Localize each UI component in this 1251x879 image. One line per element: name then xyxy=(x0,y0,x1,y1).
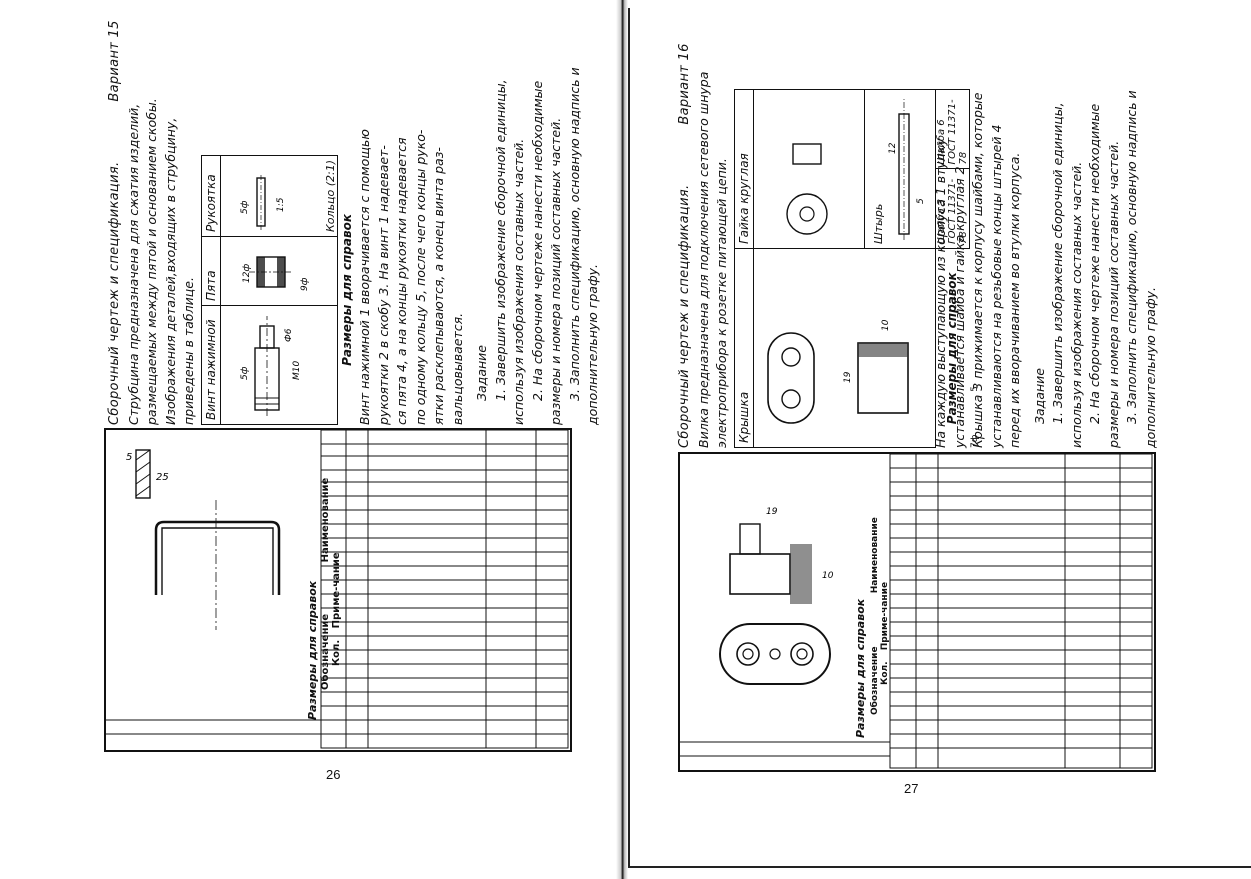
left-text-block: Сборочный чертеж и спецификация.Вариант … xyxy=(106,20,356,425)
right-desc-block: На каждую выступающую из корпуса 1 втулк… xyxy=(932,88,1160,448)
spec-header-name: Наименование xyxy=(320,477,331,563)
right-task-2a: 2. На сборочном чертеже нанести необходи… xyxy=(1087,103,1102,424)
pin-dim-12: 12 xyxy=(888,142,898,154)
left-title: Сборочный чертеж и спецификация.Вариант … xyxy=(107,20,122,425)
right-intro-2: электроприбора к розетке питающей цепи. xyxy=(714,158,729,448)
right-text-block: Сборочный чертеж и спецификация.Вариант … xyxy=(676,43,980,448)
sheet-dim-10: 10 xyxy=(822,571,834,581)
right-desc-3: Крышка 3 прижимается к корпусу шайбами, … xyxy=(970,92,985,448)
right-task-3a: 3. Заполнить спецификацию, основную надп… xyxy=(1124,90,1139,424)
left-task-3b: дополнительную графу. xyxy=(585,263,600,425)
right-intro-1: Вилка предназначена для подключения сете… xyxy=(695,71,711,448)
left-intro-4: приведены в таблице. xyxy=(181,277,196,425)
sheet-dim-5: 5 xyxy=(126,452,132,463)
right-spec-headers: Обозначение Наименование Кол. Приме-чани… xyxy=(870,475,890,725)
left-desc-4: по одному кольцу 5, после чего концы рук… xyxy=(412,129,428,425)
book-gutter xyxy=(616,0,628,879)
left-intro-3: Изображения деталей,входящих в струбцину… xyxy=(162,117,178,425)
spec-header-designation: Обозначение xyxy=(320,613,331,690)
right-desc-1: На каждую выступающую из корпуса 1 втулк… xyxy=(933,138,948,448)
left-task-1a: 1. Завершить изображение сборочной едини… xyxy=(492,79,508,401)
left-parts-table: Винт нажимной Пята Рукоятка М10 5ф xyxy=(201,155,356,425)
part-header-cover: Крышка xyxy=(734,248,753,448)
right-task-2b: размеры и номера позиций составных часте… xyxy=(1105,140,1121,448)
dim-f6: Ф6 xyxy=(284,328,294,342)
screw-drawing: М10 5ф Ф6 xyxy=(240,316,302,416)
dim-1-5: 1:5 xyxy=(276,197,286,212)
part-drawing-cover: 19 10 xyxy=(753,248,935,448)
left-desc-3: ся пята 4, а на концы рукоятки надеваетс… xyxy=(394,137,409,425)
left-desc-6: вальцовывается. xyxy=(449,312,465,425)
right-desc-4: устанавливаются на резьбовые концы штыре… xyxy=(988,124,1004,448)
part-header-screw: Винт нажимной xyxy=(201,305,220,425)
left-spec-headers: Обозначение Наименование Кол. Приме-чани… xyxy=(320,450,342,700)
left-task-2b: размеры и номера позиций составных часте… xyxy=(548,117,563,425)
part-drawing-heel: 9ф 12ф xyxy=(220,236,337,306)
right-title: Сборочный чертеж и спецификация.Вариант … xyxy=(677,43,692,448)
sheet-dim-25: 25 xyxy=(156,472,169,483)
right-task-1a: 1. Завершить изображение сборочной едини… xyxy=(1050,102,1065,424)
dim-5f: 5ф xyxy=(240,366,250,380)
spec-header-qty: Кол. xyxy=(331,639,342,666)
left-page-number: 26 xyxy=(326,767,341,782)
page-edge-line xyxy=(628,8,630,868)
part-drawing-pin: Штырь 5 12 xyxy=(864,89,935,249)
pin-dim-5: 5 xyxy=(916,198,925,204)
part-header-pin: Штырь xyxy=(871,203,885,244)
heel-drawing: 9ф 12ф xyxy=(242,256,310,291)
cover-dim-10: 10 xyxy=(881,319,891,331)
right-drawing-sheet: 19 10 xyxy=(678,452,1156,772)
part-header-nut: Гайка круглая xyxy=(734,89,753,249)
part-header-heel: Пята xyxy=(201,236,220,306)
cover-drawing: 19 10 xyxy=(766,319,909,424)
dim-m10: М10 xyxy=(292,361,302,380)
right-page: Сборочный чертеж и спецификация.Вариант … xyxy=(622,0,1251,879)
dim-12f: 12ф xyxy=(242,264,252,283)
right-task-1b: используя изображения составных частей. xyxy=(1068,161,1084,448)
page-bottom-line xyxy=(628,866,1251,868)
left-sheet-caption: Размеры для справок xyxy=(306,580,319,720)
part-drawing-nut xyxy=(753,89,864,249)
right-sheet-svg: 19 10 xyxy=(680,453,1153,769)
right-desc-2: устанавливается шайба и гайка круглая 2 xyxy=(951,166,967,448)
left-task-2a: 2. На сборочном чертеже нанести необходи… xyxy=(529,80,545,401)
right-page-number: 27 xyxy=(904,781,919,796)
cover-dim-19: 19 xyxy=(843,371,853,383)
ring-label: Кольцо (2:1) xyxy=(323,159,337,232)
right-desc-5: перед их вворачиванием во втулки корпуса… xyxy=(1007,152,1022,448)
sheet-dim-19: 19 xyxy=(766,507,778,517)
part-drawing-handle: 5ф 1:5 Кольцо (2:1) xyxy=(220,155,337,237)
left-drawing-sheet: 5 25 xyxy=(104,428,572,752)
left-task-3a: 3. Заполнить спецификацию, основную надп… xyxy=(566,67,582,401)
spec-header-designation-r: Обозначение xyxy=(870,646,880,715)
left-desc-1: Винт нажимной 1 вворачивается с помощью xyxy=(357,129,372,425)
right-task-3b: дополнительную графу. xyxy=(1142,286,1158,448)
left-task-1b: используя изображения составных частей. xyxy=(511,138,526,425)
spec-header-qty-r: Кол. xyxy=(880,661,890,685)
dim-handle-5f: 5ф xyxy=(240,200,250,214)
spec-header-note-r: Приме-чание xyxy=(880,581,890,651)
pin-drawing: 5 12 xyxy=(888,98,926,240)
left-desc-2: рукоятки 2 в скобу 3. На винт 1 надевает… xyxy=(375,145,391,425)
spec-header-name-r: Наименование xyxy=(870,517,880,594)
left-intro-1: Струбцина предназначена для сжатия издел… xyxy=(125,103,141,425)
left-intro-2: размещаемых между пятой и основанием ско… xyxy=(144,98,159,425)
nut-drawing xyxy=(786,143,828,235)
left-page: Сборочный чертеж и спецификация.Вариант … xyxy=(0,0,622,879)
dim-9f: 9ф xyxy=(300,277,310,291)
handle-drawing: 5ф 1:5 xyxy=(240,174,286,230)
right-sheet-caption: Размеры для справок xyxy=(854,598,867,738)
left-desc-block: Винт нажимной 1 вворачивается с помощью … xyxy=(356,67,603,425)
part-header-handle: Рукоятка xyxy=(201,155,220,237)
right-parts-table: Крышка Гайка круглая 19 10 xyxy=(734,89,970,448)
spec-header-note: Приме-чание xyxy=(331,552,342,629)
left-task-title: Задание xyxy=(474,345,489,401)
left-sheet-svg: 5 25 xyxy=(106,429,569,749)
part-drawing-screw: М10 5ф Ф6 xyxy=(220,305,337,425)
left-dims-caption: Размеры для справок xyxy=(339,214,354,366)
right-task-title: Задание xyxy=(1031,368,1047,424)
left-desc-5: ятки расклепываются, а конец винта раз- xyxy=(431,147,446,425)
